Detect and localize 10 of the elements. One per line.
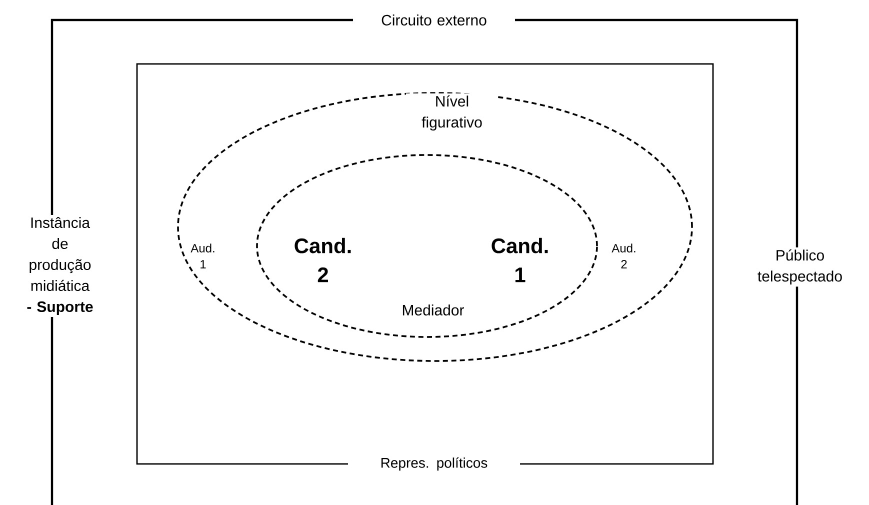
candidate-label: Cand. 1 — [492, 238, 548, 282]
side-label: Instância de produção midiática - Suporte — [14, 214, 106, 317]
ellipse-label: Nível figurativo — [406, 93, 498, 133]
ellipse-label: Mediador — [402, 304, 464, 316]
ellipse-label: Aud. 1 — [190, 244, 214, 268]
candidate-label: Cand. 2 — [294, 238, 351, 282]
frame-title: Circuito externo — [353, 12, 515, 28]
side-label: Público telespectado — [744, 247, 856, 287]
ellipse-label: Aud. 2 — [612, 244, 636, 268]
frame-label: Repres. políticos — [348, 455, 520, 473]
